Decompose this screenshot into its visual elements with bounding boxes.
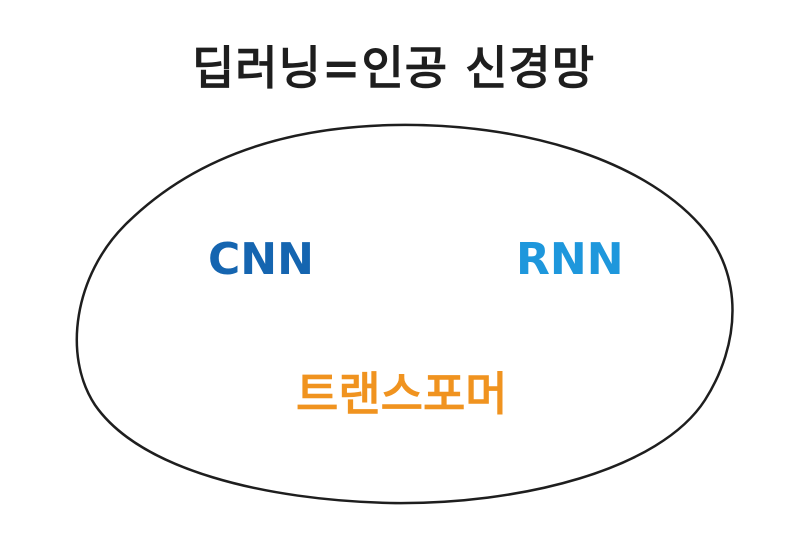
node-rnn: RNN [516,234,624,285]
node-transformer: 트랜스포머 [296,367,508,421]
neural-network-ellipse [75,123,734,505]
diagram-title: 딥러닝=인공 신경망 [191,41,596,95]
node-cnn: CNN [208,234,314,285]
